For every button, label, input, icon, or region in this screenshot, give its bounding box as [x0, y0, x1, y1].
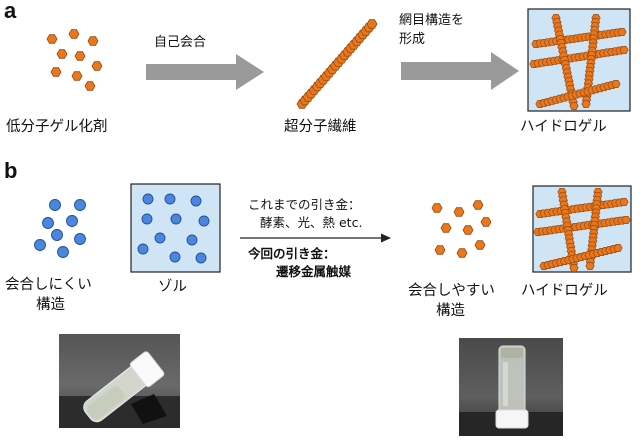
- previous-trigger-line2: 酵素、光、熱 etc.: [260, 215, 363, 230]
- network-arrow: [401, 52, 519, 90]
- panel-letter-a: a: [4, 0, 17, 23]
- sol-molecules: [137, 193, 210, 264]
- hydrogel-label-b: ハイドロゲル: [521, 283, 608, 299]
- new-trigger-line1: 今回の引き金：: [248, 246, 336, 261]
- fiber-hexagon: [581, 100, 591, 108]
- fiber-hexagon: [619, 198, 629, 206]
- panel-letter-b: b: [4, 158, 18, 183]
- fiber-hexagon: [585, 262, 595, 270]
- supramolecular-fiber-label: 超分子繊維: [284, 119, 357, 135]
- easy-assemble-label-line1: 会合しやすい: [408, 283, 495, 299]
- fiber-hexagon: [569, 102, 579, 110]
- easy-assemble-label-line2: 構造: [436, 303, 465, 319]
- network-label-line2: 形成: [399, 32, 426, 47]
- fiber-hexagon: [611, 80, 621, 88]
- hydrogel-label-a: ハイドロゲル: [520, 119, 607, 135]
- self-assembly-arrow: [146, 54, 264, 90]
- fiber-hexagon: [617, 28, 627, 36]
- precursor-molecules-b: [34, 199, 86, 258]
- gel-vial-illustration: [459, 345, 563, 436]
- fiber-hexagon: [569, 264, 579, 272]
- sol-label: ゾル: [158, 279, 187, 295]
- previous-trigger-line1: これまでの引き金：: [248, 197, 361, 212]
- self-assembly-label: 自己会合: [154, 35, 207, 50]
- hard-assemble-label-line1: 会合しにくい: [5, 277, 92, 293]
- hard-assemble-label-line2: 構造: [36, 297, 65, 313]
- low-mw-gelator-label: 低分子ゲル化剤: [6, 119, 108, 135]
- photo-gel-vial: [459, 338, 563, 436]
- new-trigger-line2: 遷移金属触媒: [276, 264, 352, 279]
- fiber-hexagon: [366, 19, 378, 29]
- sol-vial-illustration: [59, 351, 180, 428]
- supramolecular-fiber: [296, 19, 378, 109]
- fiber-hexagon: [621, 216, 631, 224]
- fiber-hexagon: [619, 46, 629, 54]
- network-label-line1: 網目構造を: [399, 13, 465, 28]
- reaction-arrow-head: [381, 233, 391, 243]
- photo-sol-vial: [59, 334, 180, 428]
- fiber-hexagon: [613, 244, 623, 252]
- assemblable-molecules-b: [431, 200, 492, 258]
- gelator-molecules-a: [46, 29, 103, 91]
